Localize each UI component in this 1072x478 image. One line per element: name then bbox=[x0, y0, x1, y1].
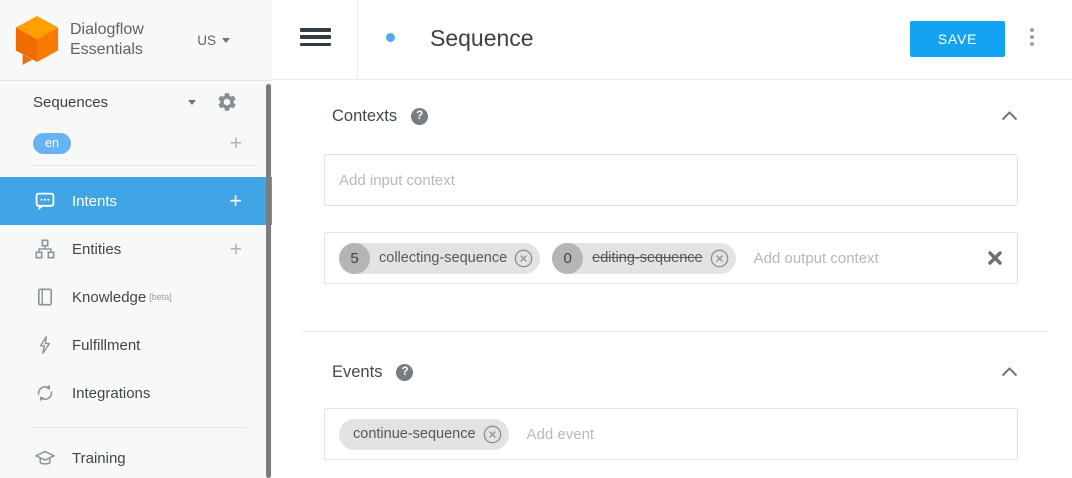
agent-selector[interactable]: Sequences bbox=[0, 81, 272, 123]
sidebar-divider bbox=[32, 427, 246, 428]
sidebar-item-knowledge[interactable]: Knowledge [beta] bbox=[0, 273, 272, 321]
help-icon[interactable]: ? bbox=[411, 107, 429, 125]
intent-header: Sequence SAVE bbox=[272, 0, 1072, 80]
input-context-placeholder: Add input context bbox=[339, 171, 455, 189]
sidebar: Dialogflow Essentials US Sequences en + bbox=[0, 0, 272, 478]
chevron-down-icon bbox=[222, 37, 230, 43]
remove-event-icon[interactable] bbox=[483, 425, 502, 444]
remove-context-icon[interactable] bbox=[514, 249, 533, 268]
context-name: editing-sequence bbox=[592, 250, 703, 266]
sidebar-item-label: Training bbox=[72, 449, 126, 467]
sidebar-item-label: Integrations bbox=[72, 384, 151, 402]
chat-bubble-icon bbox=[35, 192, 55, 211]
sidebar-item-label: Intents bbox=[72, 192, 118, 210]
output-context-placeholder: Add output context bbox=[753, 249, 879, 267]
sidebar-item-intents[interactable]: Intents + bbox=[0, 177, 272, 225]
events-title: Events bbox=[332, 362, 383, 381]
clear-output-contexts-button[interactable] bbox=[987, 250, 1003, 266]
save-button[interactable]: SAVE bbox=[910, 21, 1005, 57]
sidebar-item-label: Knowledge bbox=[72, 288, 147, 306]
sidebar-item-entities[interactable]: Entities + bbox=[0, 225, 272, 273]
brand-line2: Essentials bbox=[70, 41, 143, 58]
book-icon bbox=[37, 288, 52, 306]
event-name: continue-sequence bbox=[353, 426, 476, 442]
agent-name: Sequences bbox=[33, 93, 109, 111]
remove-context-icon[interactable] bbox=[710, 249, 729, 268]
sidebar-nav: Intents + Entities + Knowledge bbox=[0, 177, 272, 478]
output-context-field[interactable]: 5 collecting-sequence 0 editing-sequence… bbox=[324, 232, 1018, 284]
gear-icon[interactable] bbox=[216, 91, 238, 113]
page-title: Sequence bbox=[430, 25, 534, 51]
brand-name: Dialogflow Essentials bbox=[70, 20, 144, 60]
sync-arrows-icon bbox=[37, 384, 53, 402]
sidebar-item-training[interactable]: Training bbox=[0, 434, 272, 478]
brand-line1: Dialogflow bbox=[70, 21, 144, 38]
sidebar-item-label: Fulfillment bbox=[72, 336, 141, 354]
dialogflow-logo-icon bbox=[15, 16, 59, 65]
events-section-header: Events ? bbox=[324, 359, 1018, 385]
input-context-field[interactable]: Add input context bbox=[324, 154, 1018, 206]
context-lifespan[interactable]: 0 bbox=[552, 242, 584, 274]
region-selector[interactable]: US bbox=[197, 33, 230, 48]
section-divider bbox=[303, 331, 1047, 332]
add-intent-icon[interactable]: + bbox=[229, 188, 242, 213]
help-icon[interactable]: ? bbox=[396, 363, 414, 381]
context-name: collecting-sequence bbox=[379, 250, 508, 266]
graduation-cap-icon bbox=[35, 450, 55, 465]
collapse-contexts-chevron-up-icon[interactable] bbox=[1001, 111, 1018, 121]
output-context-chip[interactable]: 5 collecting-sequence bbox=[339, 242, 541, 274]
contexts-section-header: Contexts ? bbox=[324, 103, 1018, 129]
add-entity-icon[interactable]: + bbox=[229, 237, 242, 261]
collapse-events-chevron-up-icon[interactable] bbox=[1001, 367, 1018, 377]
header-divider bbox=[357, 0, 358, 79]
main-area: Sequence SAVE Contexts ? Add input conte… bbox=[272, 0, 1072, 478]
chevron-down-icon bbox=[188, 99, 196, 105]
sidebar-item-label: Entities bbox=[72, 240, 122, 258]
region-label: US bbox=[197, 32, 216, 48]
contexts-title: Contexts bbox=[332, 106, 398, 125]
event-placeholder: Add event bbox=[526, 425, 595, 443]
lightning-bolt-icon bbox=[39, 336, 51, 354]
sidebar-divider bbox=[32, 165, 256, 166]
language-chip[interactable]: en bbox=[33, 132, 71, 154]
menu-icon[interactable] bbox=[300, 28, 331, 50]
beta-badge: [beta] bbox=[149, 292, 172, 302]
sidebar-scrollbar[interactable] bbox=[266, 84, 271, 478]
output-context-chip[interactable]: 0 editing-sequence bbox=[552, 242, 736, 274]
context-lifespan[interactable]: 5 bbox=[339, 242, 370, 274]
events-field[interactable]: continue-sequence Add event bbox=[324, 408, 1018, 460]
sidebar-item-fulfillment[interactable]: Fulfillment bbox=[0, 321, 272, 369]
brand-header: Dialogflow Essentials US bbox=[0, 0, 272, 81]
entity-tree-icon bbox=[35, 239, 55, 259]
sidebar-item-integrations[interactable]: Integrations bbox=[0, 369, 272, 417]
event-chip[interactable]: continue-sequence bbox=[339, 418, 509, 450]
more-options-button[interactable] bbox=[1025, 28, 1039, 49]
add-language-icon[interactable]: + bbox=[229, 131, 242, 155]
intent-status-dot bbox=[386, 33, 395, 42]
language-row: en + bbox=[0, 123, 272, 163]
